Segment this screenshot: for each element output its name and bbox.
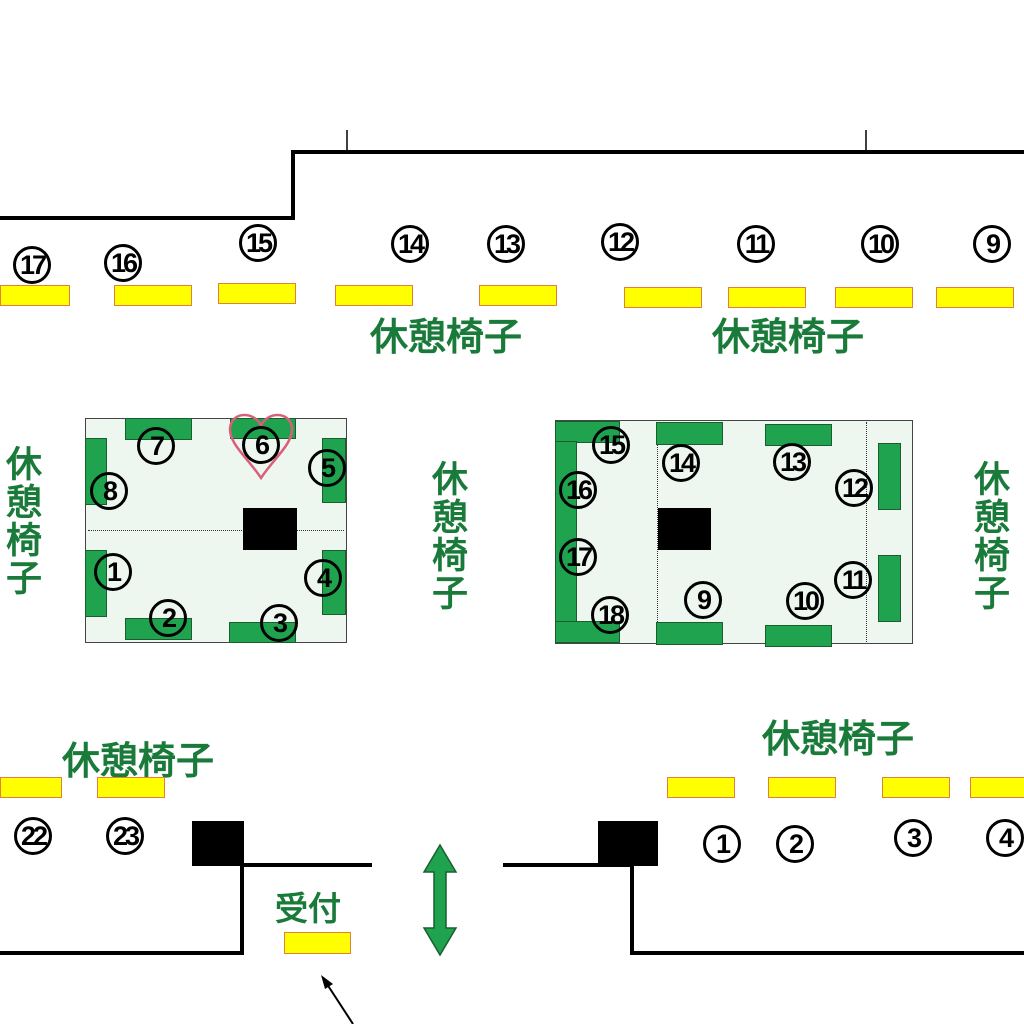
bench [479,285,557,306]
booth-number: 17 [13,246,51,284]
booth-number: 10 [861,225,899,263]
pillar [658,508,711,550]
rest-bench-label: 休憩椅子 [712,315,865,359]
bench [728,287,806,308]
entrance-double-arrow-icon [422,843,458,957]
booth-number: 3 [260,604,298,642]
booth-number: 23 [106,817,144,855]
bench [624,287,702,308]
divider [88,530,344,531]
booth-number: 13 [773,443,811,481]
table [765,424,832,446]
booth-number: 22 [14,817,52,855]
rest-bench-label: 休憩椅子 [62,739,215,783]
rest-bench-label: 休憩椅子 [968,460,1009,612]
direction-arrow-icon [321,975,354,1024]
reception-label: 受付 [275,889,341,928]
booth-number: 18 [591,596,629,634]
booth-number: 2 [149,599,187,637]
booth-number: 9 [973,225,1011,263]
booth-number: 15 [239,224,277,262]
divider [657,422,658,642]
booth-number: 7 [137,427,175,465]
bench [667,777,735,798]
booth-number: 9 [684,581,722,619]
booth-number: 8 [90,472,128,510]
booth-number: 14 [391,225,429,263]
table [656,422,723,445]
booth-number: 16 [559,471,597,509]
bench [882,777,950,798]
bench [0,285,70,306]
bench [97,777,165,798]
booth-number: 4 [304,559,342,597]
heart-icon [228,413,294,481]
booth-number: 2 [776,825,814,863]
bench [768,777,836,798]
pillar [243,508,297,550]
booth-number: 4 [986,819,1024,857]
booth-number: 14 [662,444,700,482]
rest-bench-label: 休憩椅子 [426,460,467,612]
booth-number: 10 [786,582,824,620]
table [555,441,577,623]
table [656,622,723,645]
bench [218,283,296,304]
booth-number: 13 [487,225,525,263]
bench [114,285,192,306]
booth-number: 6 [242,426,280,464]
booth-number: 11 [834,561,872,599]
booth-number: 17 [559,538,597,576]
pillar [598,821,658,866]
rest-bench-label: 休憩椅子 [762,717,915,761]
table [878,555,901,622]
booth-number: 5 [308,449,346,487]
booth-number: 16 [104,244,142,282]
booth-number: 15 [592,426,630,464]
rest-bench-label: 休憩椅子 [0,445,41,597]
divider [866,422,867,642]
reception-desk [284,932,351,954]
table [765,625,832,647]
booth-number: 12 [835,469,873,507]
booth-number: 12 [601,223,639,261]
booth-number: 1 [94,553,132,591]
bench [335,285,413,306]
bench [0,777,62,798]
bench [970,777,1024,798]
rest-bench-label: 休憩椅子 [370,315,523,359]
bench [835,287,913,308]
booth-number: 1 [703,825,741,863]
bench [936,287,1014,308]
booth-number: 11 [737,225,775,263]
pillar [192,821,244,866]
booth-number: 3 [894,819,932,857]
table [878,443,901,510]
